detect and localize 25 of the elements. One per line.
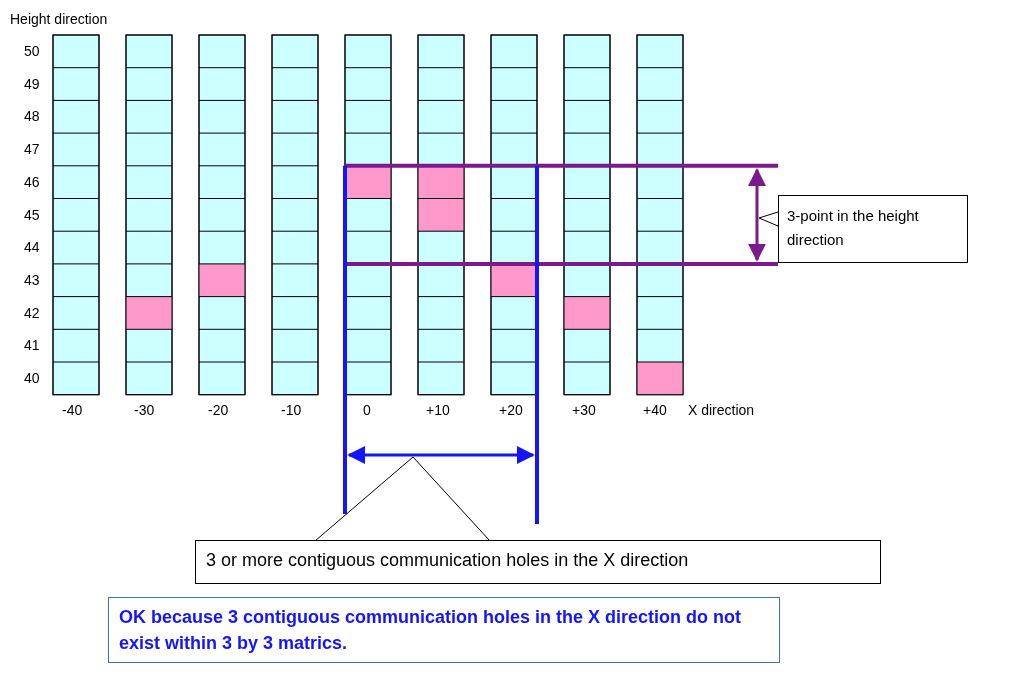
- tick-label: +30: [572, 402, 596, 418]
- tick-label: -20: [208, 402, 229, 418]
- tick-label: 49: [24, 75, 40, 92]
- tick-label: 45: [24, 206, 40, 223]
- tick-label: 44: [24, 239, 40, 256]
- tick-label: 42: [24, 304, 40, 321]
- tick-label: +40: [643, 402, 667, 418]
- tick-label: 47: [24, 141, 40, 158]
- tick-label: +10: [426, 402, 450, 418]
- tick-label: -30: [134, 402, 155, 418]
- tick-label: -40: [62, 402, 83, 418]
- tick-label: 43: [24, 271, 40, 288]
- tick-label: -10: [281, 402, 302, 418]
- tick-label: 0: [363, 402, 371, 418]
- callout-box: 3-point in the height direction: [778, 195, 968, 263]
- note-box: OK because 3 contiguous communication holes in the X direction do not exist within 3 by 3 matrics.: [108, 597, 780, 663]
- axis-title: Height direction: [10, 11, 108, 27]
- axis-title: X direction: [688, 402, 755, 418]
- tick-label: 48: [24, 108, 40, 125]
- tick-label: 40: [24, 370, 40, 386]
- tick-label: 46: [24, 173, 40, 190]
- tick-label: +20: [499, 402, 523, 418]
- callout-box: 3 or more contiguous communication holes in the X direction: [195, 540, 881, 584]
- tick-label: 50: [24, 43, 40, 59]
- tick-label: 41: [24, 337, 40, 354]
